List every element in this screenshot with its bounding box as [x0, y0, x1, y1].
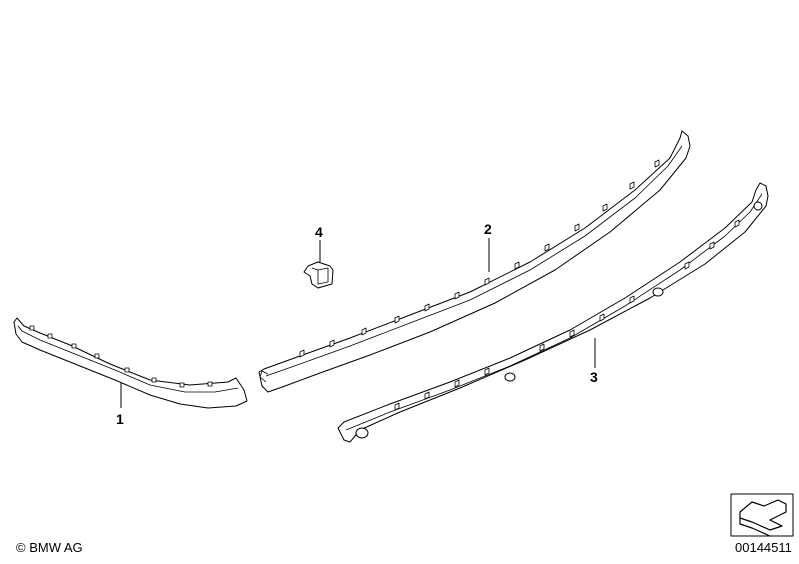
callout-part-3[interactable]: 3: [590, 369, 598, 385]
leader-lines: [120, 238, 596, 408]
part-1-trim-strip[interactable]: [13, 317, 248, 409]
diagram-number: 00144511: [735, 540, 792, 555]
callout-part-4[interactable]: 4: [315, 224, 323, 240]
part-3-trim-strip[interactable]: [337, 182, 769, 443]
callout-part-2[interactable]: 2: [484, 221, 492, 237]
part-4-clip[interactable]: [303, 261, 334, 289]
arrow-bracket-icon: [730, 493, 794, 537]
copyright-label: © BMW AG: [16, 540, 83, 555]
callout-part-1[interactable]: 1: [116, 411, 124, 427]
part-2-trim-strip[interactable]: [258, 130, 691, 393]
